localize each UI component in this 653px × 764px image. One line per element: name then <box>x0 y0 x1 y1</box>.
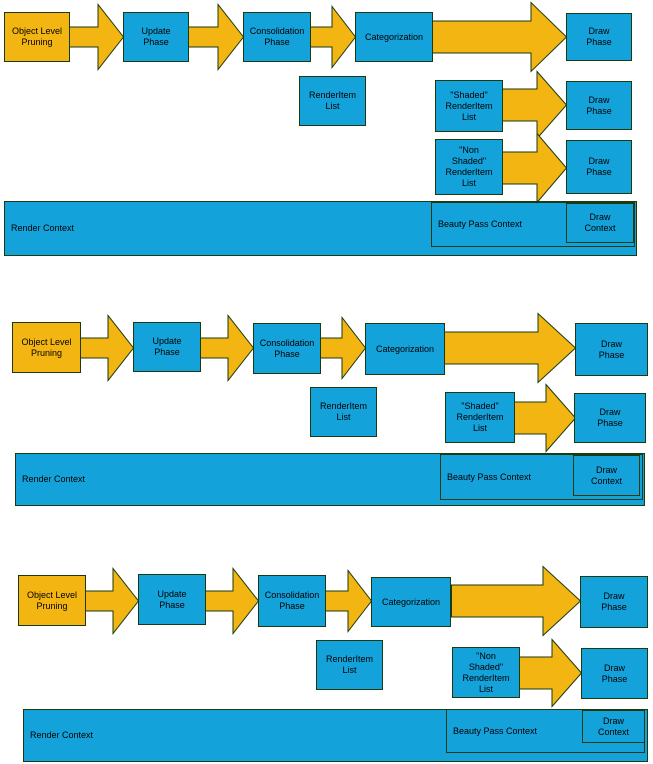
draw-phase-box: Draw Phase <box>575 323 648 376</box>
flow-arrow <box>85 567 140 635</box>
flow-arrow <box>188 3 245 71</box>
consolidation-phase-box: Consolidation Phase <box>243 12 311 62</box>
draw-phase-box: Draw Phase <box>581 648 648 699</box>
consolidation-phase-box: Consolidation Phase <box>258 575 326 627</box>
non-shaded-renderitem-list-box: "Non Shaded" RenderItem List <box>452 647 520 698</box>
update-phase-box: Update Phase <box>138 574 206 625</box>
categorization-box: Categorization <box>355 12 433 62</box>
draw-context-box: Draw Context <box>582 710 645 743</box>
update-phase-box: Update Phase <box>133 322 201 372</box>
object-level-pruning-box: Object Level Pruning <box>18 575 86 626</box>
draw-phase-box: Draw Phase <box>566 13 632 61</box>
draw-phase-box: Draw Phase <box>566 140 632 194</box>
flow-arrow <box>451 565 582 637</box>
non-shaded-renderitem-list-box: "Non Shaded" RenderItem List <box>435 139 503 195</box>
flow-arrow <box>502 70 568 140</box>
flow-arrow <box>519 638 583 708</box>
draw-phase-box: Draw Phase <box>566 81 632 130</box>
flow-arrow <box>80 314 135 382</box>
shaded-renderitem-list-box: "Shaded" RenderItem List <box>435 80 503 132</box>
flow-arrow <box>514 383 577 453</box>
categorization-box: Categorization <box>365 323 445 375</box>
flow-arrow <box>69 3 125 71</box>
object-level-pruning-box: Object Level Pruning <box>12 322 81 373</box>
draw-context-box: Draw Context <box>566 203 634 243</box>
shaded-renderitem-list-box: "Shaded" RenderItem List <box>445 392 515 443</box>
object-level-pruning-box: Object Level Pruning <box>4 12 70 62</box>
flow-arrow <box>205 567 260 635</box>
flow-arrow <box>200 314 255 382</box>
renderitem-list-box: RenderItem List <box>316 640 383 690</box>
draw-phase-box: Draw Phase <box>580 576 648 628</box>
consolidation-phase-box: Consolidation Phase <box>253 323 321 374</box>
renderitem-list-box: RenderItem List <box>299 76 366 126</box>
flow-arrow <box>325 569 373 633</box>
draw-context-box: Draw Context <box>573 455 640 496</box>
flow-arrow <box>320 316 367 380</box>
flow-arrow <box>310 5 357 69</box>
flow-arrow <box>432 1 568 73</box>
flow-arrow <box>444 312 577 384</box>
categorization-box: Categorization <box>371 577 451 627</box>
draw-phase-box: Draw Phase <box>574 393 646 443</box>
flow-arrow <box>502 132 568 204</box>
renderitem-list-box: RenderItem List <box>310 387 377 437</box>
update-phase-box: Update Phase <box>123 12 189 62</box>
